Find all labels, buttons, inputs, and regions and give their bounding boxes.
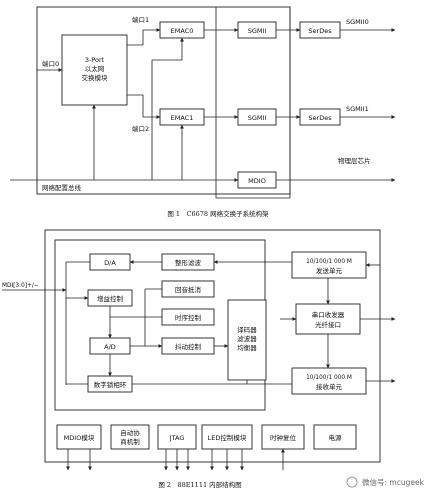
fig1-caption: 图 1 C6678 网络交换子系统构架 bbox=[167, 209, 269, 218]
mdi-label: MDI[3:0]+/− bbox=[2, 283, 39, 289]
emac1-label: EMAC1 bbox=[171, 114, 194, 122]
switch-label-3: 交换模块 bbox=[82, 73, 109, 82]
sgmii-a-label: SGMII bbox=[248, 27, 267, 35]
port0-label: 端口0 bbox=[42, 59, 59, 68]
config-bus-label: 网络配置总线 bbox=[42, 183, 82, 192]
serial-fiber-block bbox=[295, 303, 361, 335]
decoder-label-1: 译码器 bbox=[237, 326, 257, 334]
phy-chip-frame bbox=[215, 7, 290, 199]
fig2-caption: 图 2 88E1111 内部结构图 bbox=[158, 480, 241, 489]
fig2-outer-frame bbox=[44, 229, 381, 463]
mdio-module-label: MDIO模块 bbox=[64, 433, 95, 442]
mdio-label: MDIO bbox=[248, 177, 266, 185]
ethernet-switch-module bbox=[61, 34, 128, 106]
serial-label-2: 光纤接口 bbox=[315, 320, 341, 329]
rx-unit-block bbox=[291, 367, 367, 395]
port2-label: 端口2 bbox=[132, 124, 149, 133]
auto-label-1: 自动协 bbox=[120, 428, 140, 437]
tx-label-1: 10/100/1 000 M bbox=[306, 259, 352, 265]
jtag-block bbox=[157, 424, 197, 450]
clock-reset-block bbox=[261, 424, 305, 450]
timing-label: 时序控制 bbox=[175, 313, 202, 322]
led-control-block bbox=[201, 424, 253, 450]
decoder-filter-equalizer-block bbox=[227, 299, 267, 381]
port2-link bbox=[127, 94, 161, 119]
da-label: D/A bbox=[104, 259, 116, 267]
watermark: 微信号: mcugeek bbox=[346, 476, 425, 488]
dpll-label: 数字锁相环 bbox=[94, 380, 127, 389]
sgmii-b-label: SGMII bbox=[248, 114, 267, 122]
ad-label: A/D bbox=[104, 343, 116, 351]
watermark-text: 微信号: mcugeek bbox=[362, 477, 425, 487]
rx-label-2: 接收单元 bbox=[316, 382, 343, 391]
clock-reset-label: 时钟复位 bbox=[270, 433, 297, 442]
tx-label-2: 发送单元 bbox=[316, 266, 343, 275]
tx-unit-block bbox=[291, 251, 367, 279]
figure-1: 3-Port 以太网 交换模块 端口0 EMAC0 端口1 EMAC1 端口2 … bbox=[10, 6, 396, 218]
decoder-label-2: 滤波器 bbox=[237, 334, 257, 343]
led-label: LED控制模块 bbox=[208, 433, 247, 442]
sgmii0-out-label: SGMII0 bbox=[346, 18, 369, 26]
phy-chip-label: 物理层芯片 bbox=[338, 156, 371, 165]
power-label: 电源 bbox=[329, 433, 343, 442]
rx-label-1: 10/100/1 000 M bbox=[306, 375, 352, 381]
decoder-label-3: 均衡器 bbox=[237, 343, 257, 352]
auto-label-2: 商机制 bbox=[120, 437, 140, 446]
emac0-label: EMAC0 bbox=[171, 27, 194, 35]
switch-label-1: 3-Port bbox=[85, 56, 105, 64]
serdes-b-label: SerDes bbox=[308, 114, 332, 122]
wechat-icon bbox=[346, 476, 358, 488]
jitter-label: 抖动控制 bbox=[175, 342, 202, 351]
port1-link bbox=[127, 28, 161, 46]
mdio-module-block bbox=[56, 424, 102, 450]
auto-negotiation-block bbox=[110, 424, 150, 450]
gain-label: 增益控制 bbox=[97, 294, 124, 303]
shaping-label: 整形滤波 bbox=[175, 258, 202, 267]
sgmii1-out-label: SGMII1 bbox=[346, 105, 369, 113]
port1-label: 端口1 bbox=[132, 15, 149, 24]
power-block bbox=[313, 424, 357, 450]
serial-label-1: 串口收发器 bbox=[312, 310, 345, 319]
echo-label: 回音抵消 bbox=[175, 285, 202, 294]
figure-2: MDI[3:0]+/− D/A 整形滤波 回音抵消 增益控制 时序控制 A/D bbox=[2, 229, 396, 489]
jtag-label: JTAG bbox=[169, 434, 185, 442]
serdes-a-label: SerDes bbox=[308, 27, 332, 35]
bus-to-emac0 bbox=[151, 37, 184, 180]
switch-label-2: 以太网 bbox=[85, 64, 105, 73]
